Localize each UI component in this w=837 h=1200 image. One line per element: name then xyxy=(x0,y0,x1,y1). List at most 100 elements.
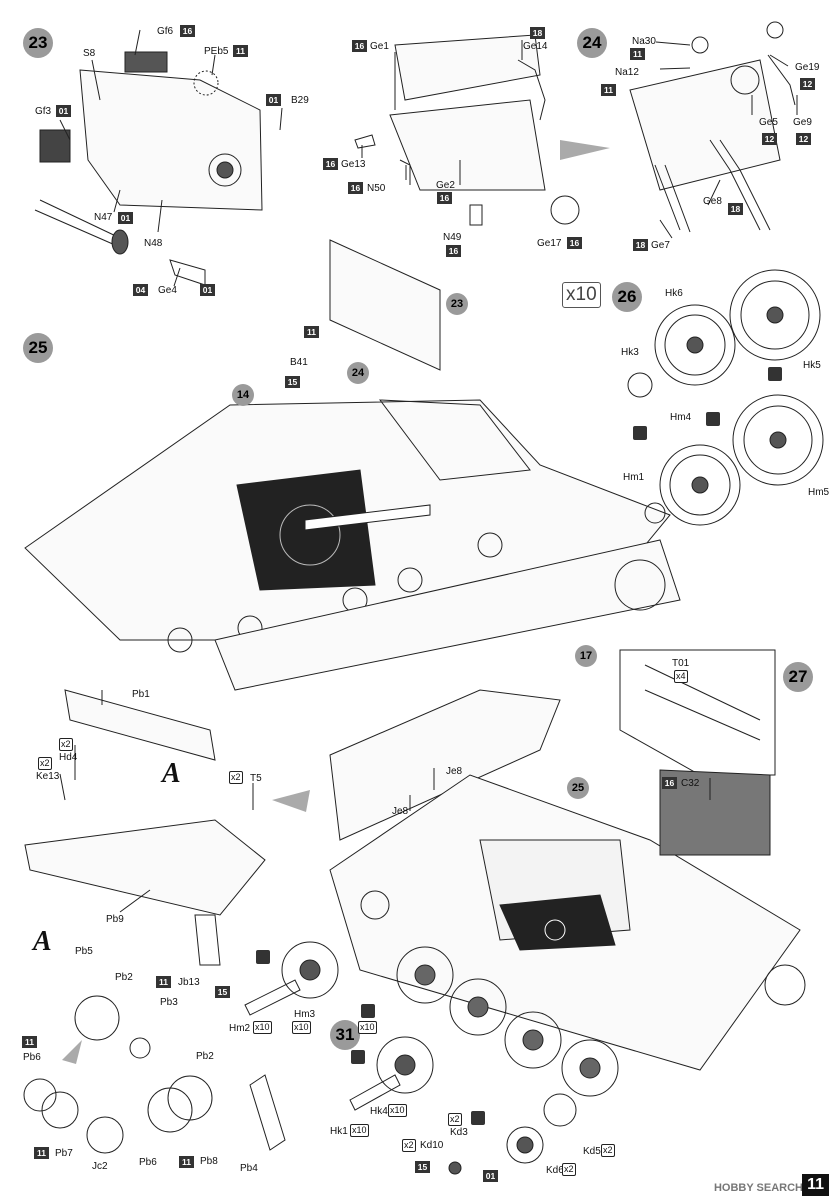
part-hd4: Hd4 xyxy=(59,752,78,763)
mirror-side-icon xyxy=(361,1004,375,1018)
detail-a-marker: A xyxy=(162,758,181,789)
part-hm4: Hm4 xyxy=(670,412,692,423)
sprue-16: 16 xyxy=(567,237,582,249)
part-hk6: Hk6 xyxy=(665,288,683,299)
sprue-16: 16 xyxy=(323,158,338,170)
sprue-16: 16 xyxy=(180,25,195,37)
part-pb2-b: Pb2 xyxy=(196,1051,214,1062)
sprue-18: 18 xyxy=(728,203,743,215)
ref-17: 17 xyxy=(575,645,597,667)
part-n50: N50 xyxy=(367,183,386,194)
sprue-01: 01 xyxy=(56,105,71,117)
multiplier-x2: x2 xyxy=(38,757,52,770)
multiplier-x10: x10 xyxy=(388,1104,407,1117)
part-pb5: Pb5 xyxy=(75,946,93,957)
part-b29: B29 xyxy=(291,95,309,106)
part-hm1: Hm1 xyxy=(623,472,645,483)
page-number: 11 xyxy=(802,1174,829,1196)
ref-25: 25 xyxy=(567,777,589,799)
part-pb6-b: Pb6 xyxy=(139,1157,157,1168)
part-ge2: Ge2 xyxy=(436,180,455,191)
step-26-number: 26 xyxy=(612,282,642,312)
part-ge13: Ge13 xyxy=(341,159,366,170)
part-jc2: Jc2 xyxy=(92,1161,108,1172)
part-pb8: Pb8 xyxy=(200,1156,218,1167)
sprue-11: 11 xyxy=(233,45,248,57)
part-hk4: Hk4 xyxy=(370,1106,388,1117)
sprue-15: 15 xyxy=(415,1161,430,1173)
part-pb7: Pb7 xyxy=(55,1148,73,1159)
same-side-icon xyxy=(471,1111,485,1125)
sprue-01: 01 xyxy=(483,1170,498,1182)
same-side-icon xyxy=(706,412,720,426)
step-31-number: 31 xyxy=(330,1020,360,1050)
part-ge5: Ge5 xyxy=(759,117,778,128)
multiplier-x2: x2 xyxy=(601,1144,615,1157)
multiplier-x4: x4 xyxy=(674,670,688,683)
part-ge9: Ge9 xyxy=(793,117,812,128)
part-pb3: Pb3 xyxy=(160,997,178,1008)
part-ge4: Ge4 xyxy=(158,285,177,296)
sprue-11: 11 xyxy=(156,976,171,988)
part-n49: N49 xyxy=(443,232,462,243)
part-n47: N47 xyxy=(94,212,113,223)
sprue-01: 01 xyxy=(200,284,215,296)
sprue-11: 11 xyxy=(179,1156,194,1168)
part-pb1: Pb1 xyxy=(132,689,150,700)
sprue-12: 12 xyxy=(800,78,815,90)
sprue-11: 11 xyxy=(630,48,645,60)
part-ge19: Ge19 xyxy=(795,62,820,73)
sprue-16: 16 xyxy=(348,182,363,194)
part-pb2-a: Pb2 xyxy=(115,972,133,983)
part-hm2: Hm2 xyxy=(229,1023,251,1034)
part-kd3: Kd3 xyxy=(450,1127,468,1138)
multiplier-x10: x10 xyxy=(292,1021,311,1034)
part-gf3: Gf3 xyxy=(35,106,52,117)
part-kd6: Kd6 xyxy=(546,1165,564,1176)
part-hk5: Hk5 xyxy=(803,360,821,371)
part-ge17: Ge17 xyxy=(537,238,562,249)
sprue-11: 11 xyxy=(22,1036,37,1048)
same-side-icon xyxy=(351,1050,365,1064)
sprue-04: 04 xyxy=(133,284,148,296)
sprue-16: 16 xyxy=(446,245,461,257)
part-pb6-a: Pb6 xyxy=(23,1052,41,1063)
step-23-number: 23 xyxy=(23,28,53,58)
part-je8-b: Je8 xyxy=(392,806,409,817)
sprue-11: 11 xyxy=(601,84,616,96)
part-na30: Na30 xyxy=(632,36,656,47)
sprue-11: 11 xyxy=(34,1147,49,1159)
watermark: HOBBY SEARCH xyxy=(713,1182,803,1194)
ref-23: 23 xyxy=(446,293,468,315)
part-ge8: Ge8 xyxy=(703,196,722,207)
multiplier-x10: x10 xyxy=(253,1021,272,1034)
ref-14: 14 xyxy=(232,384,254,406)
sprue-15: 15 xyxy=(215,986,230,998)
part-kd10: Kd10 xyxy=(420,1140,444,1151)
multiplier-x10: x10 xyxy=(350,1124,369,1137)
multiplier-x2: x2 xyxy=(562,1163,576,1176)
multiplier-x2: x2 xyxy=(229,771,243,784)
part-c32: C32 xyxy=(681,778,700,789)
same-side-icon xyxy=(256,950,270,964)
part-t5: T5 xyxy=(250,773,262,784)
part-t01: T01 xyxy=(672,658,690,669)
part-kd5: Kd5 xyxy=(583,1146,601,1157)
part-pb9: Pb9 xyxy=(106,914,124,925)
part-hm5: Hm5 xyxy=(808,487,830,498)
sprue-16: 16 xyxy=(352,40,367,52)
sprue-16: 16 xyxy=(437,192,452,204)
sprue-01: 01 xyxy=(266,94,281,106)
sprue-12: 12 xyxy=(796,133,811,145)
sprue-11: 11 xyxy=(304,326,319,338)
sprue-01: 01 xyxy=(118,212,133,224)
sprue-18: 18 xyxy=(633,239,648,251)
part-ge7: Ge7 xyxy=(651,240,670,251)
part-jb13: Jb13 xyxy=(178,977,200,988)
sprue-12: 12 xyxy=(762,133,777,145)
multiplier-x10: x10 xyxy=(358,1021,377,1034)
multiplier-x2: x2 xyxy=(448,1113,462,1126)
part-hm3: Hm3 xyxy=(294,1009,316,1020)
